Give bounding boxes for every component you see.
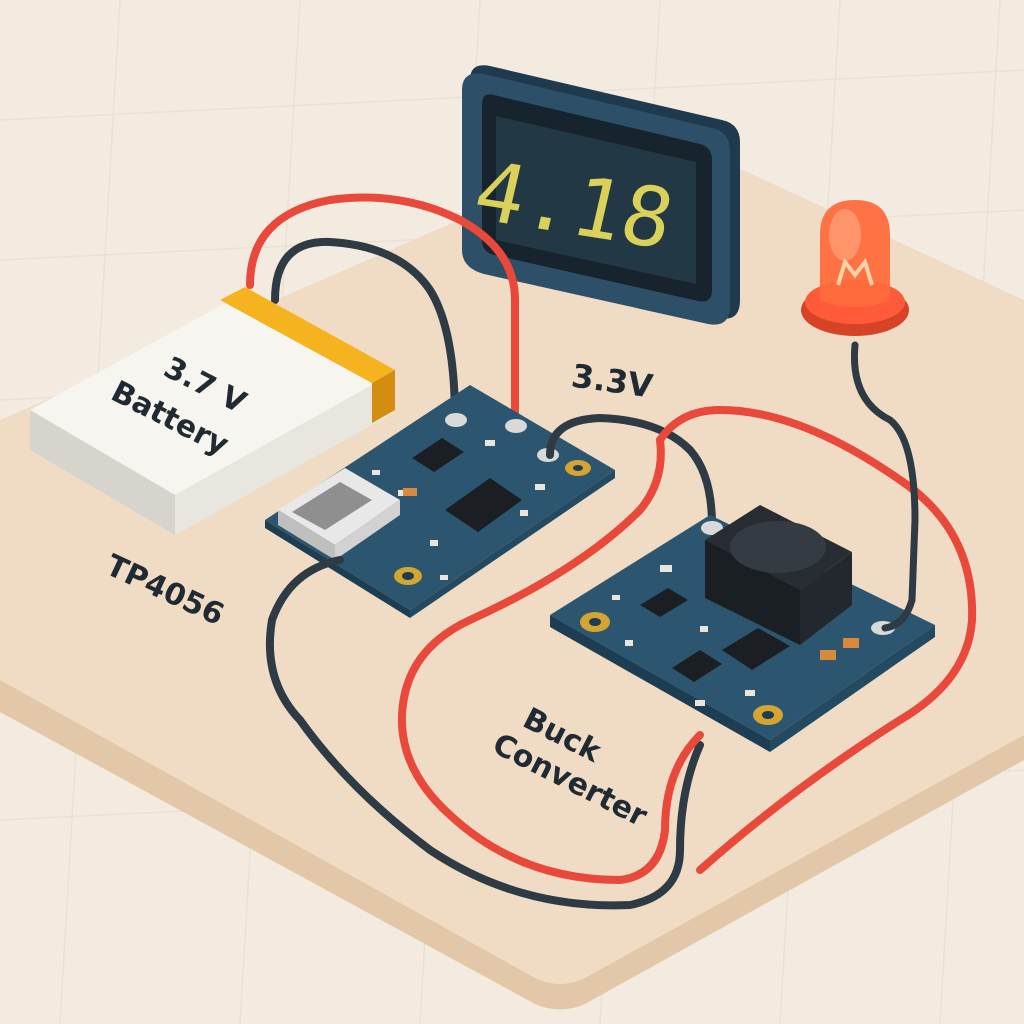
usb-c-port-icon: [278, 468, 400, 560]
charger-chip-small: [412, 438, 464, 472]
wire-black-battery: [271, 237, 459, 424]
wire-red-battery: [246, 193, 519, 429]
led-icon: [801, 200, 909, 336]
buck-converter-board: [550, 505, 935, 752]
wire-red-loop: [397, 405, 977, 885]
wire-black-output: [546, 413, 716, 529]
charger-chip: [445, 478, 522, 532]
wire-black-loop: [265, 556, 704, 910]
voltmeter: 4.18: [462, 65, 740, 325]
tp4056-board: [265, 385, 615, 618]
wire-black-led: [850, 341, 919, 632]
inductor-icon: [705, 505, 852, 645]
lipo-battery-icon: 3.7 V Battery: [30, 287, 395, 535]
